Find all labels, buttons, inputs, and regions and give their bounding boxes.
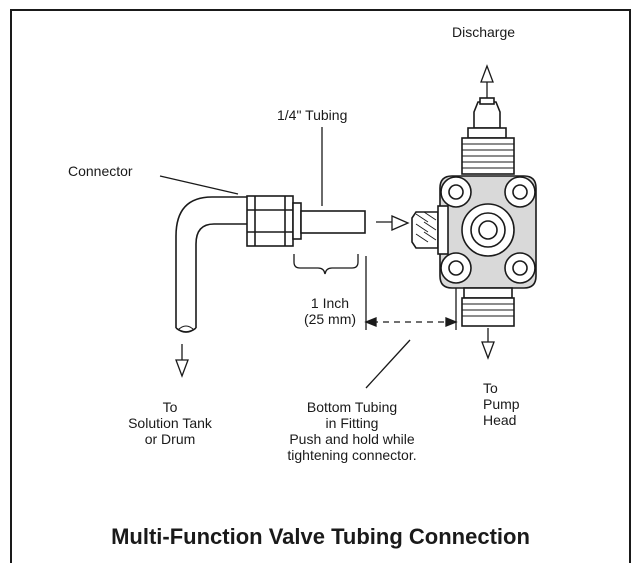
bottom-line3: Push and hold while (289, 431, 415, 447)
frame-border (10, 9, 631, 563)
bottom-line1: Bottom Tubing (306, 399, 398, 415)
one-inch-label: 1 Inch (25 mm) (300, 295, 360, 327)
multi-function-valve (411, 97, 537, 327)
solution-line2: Solution Tank (128, 415, 212, 431)
discharge-arrow (480, 64, 494, 98)
bottom-tubing-label: Bottom Tubing in Fitting Push and hold w… (262, 399, 442, 463)
pump-head-arrow (481, 328, 495, 360)
suction-tubing (175, 196, 248, 333)
one-inch-line2: (25 mm) (303, 311, 357, 327)
one-inch-brace (293, 254, 359, 275)
one-inch-line1: 1 Inch (310, 295, 350, 311)
connector-nut (246, 195, 302, 247)
bottom-line2: in Fitting (325, 415, 379, 431)
pump-line3: Head (483, 412, 517, 428)
bottom-line4: tightening connector. (287, 447, 417, 463)
connector-leader (159, 175, 239, 195)
solution-tank-label: To Solution Tank or Drum (110, 399, 230, 447)
solution-line3: or Drum (144, 431, 196, 447)
tubing-label: 1/4" Tubing (277, 107, 348, 123)
connector-label: Connector (68, 163, 133, 179)
dimension-line (364, 256, 458, 330)
pump-head-label: To Pump Head (483, 380, 520, 428)
insert-arrow (376, 215, 410, 231)
pump-line2: Pump (483, 396, 520, 412)
bottom-leader (365, 339, 411, 389)
solution-arrow (175, 344, 189, 378)
quarter-inch-tubing (300, 210, 366, 234)
discharge-label: Discharge (452, 24, 516, 40)
solution-line1: To (162, 399, 178, 415)
figure-caption: Multi-Function Valve Tubing Connection (111, 524, 530, 549)
pump-line1: To (483, 380, 498, 396)
